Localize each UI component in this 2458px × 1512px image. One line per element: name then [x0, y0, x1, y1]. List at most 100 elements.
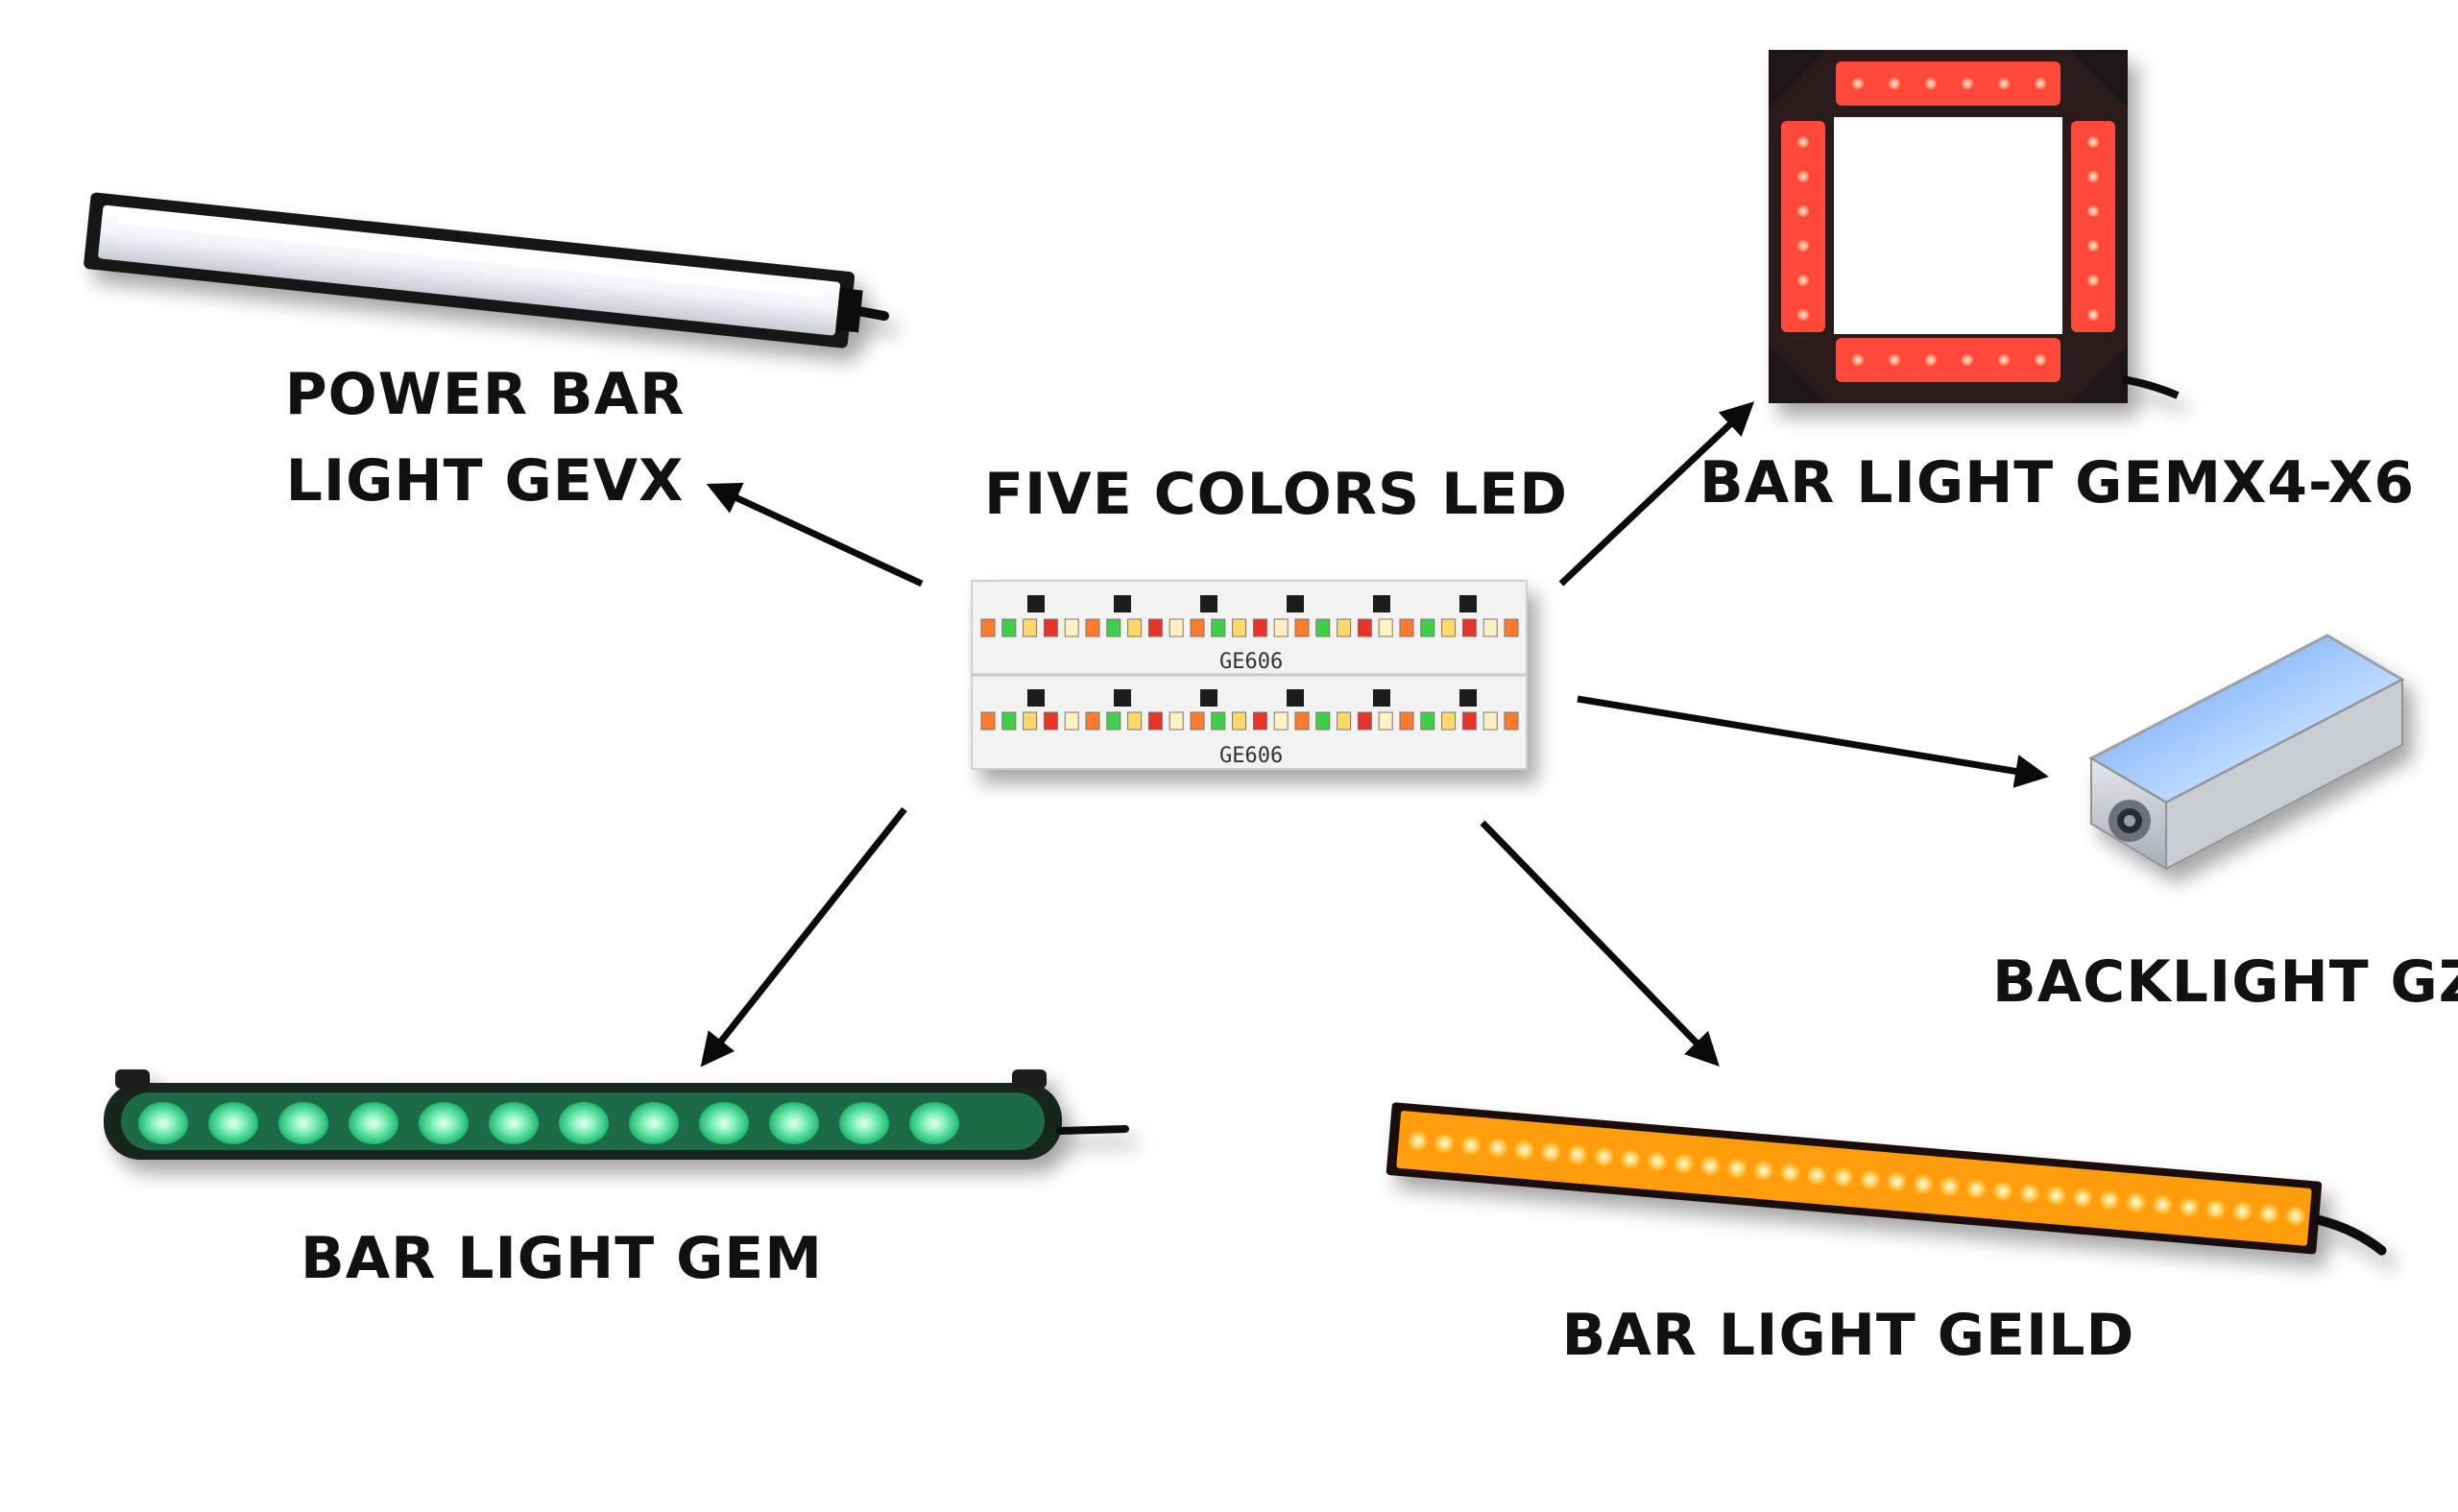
pcb-chip	[1114, 595, 1131, 612]
pcb-marking-top: GE606	[1219, 650, 1283, 674]
geild-led-dot	[1486, 1137, 1508, 1159]
pcb-led	[1211, 618, 1226, 637]
pcb-led	[1106, 711, 1121, 731]
pcb-led	[1147, 711, 1163, 731]
pcb-chip	[1459, 689, 1477, 707]
pcb-led	[1441, 618, 1457, 637]
label-power-bar-light-line1: POWER BAR	[284, 361, 686, 428]
pcb-led	[1001, 711, 1017, 731]
pcb-led	[1085, 711, 1100, 731]
arrows	[700, 401, 2049, 1068]
gemx-led-dot	[1996, 352, 2012, 368]
gem-led-dot	[559, 1102, 609, 1144]
pcb-led	[1294, 618, 1310, 637]
gemx-led-dot	[1996, 76, 2012, 91]
geild-led-dot	[1699, 1155, 1722, 1177]
gemx-led-dot	[2085, 238, 2101, 253]
gem-led-dot	[909, 1102, 959, 1144]
pcb-led	[1378, 618, 1393, 637]
arrow-to-gemx	[1558, 401, 1755, 587]
arrow-to-gem	[700, 806, 907, 1068]
pcb-led	[1127, 711, 1143, 731]
gemx-led-dots	[1795, 76, 2101, 368]
pcb-chip	[1200, 595, 1217, 612]
geild-led-dot	[1566, 1143, 1588, 1165]
geild-led-dot	[2284, 1205, 2306, 1227]
geild-led-dot	[2257, 1203, 2279, 1225]
gem-led-dot	[208, 1102, 258, 1144]
gem-led-dot	[769, 1102, 819, 1144]
geild-led-dot	[2098, 1189, 2120, 1212]
gemx-led-dot	[1850, 352, 1866, 368]
geild-led-dot	[1540, 1141, 1562, 1164]
pcb-led	[1337, 618, 1352, 637]
pcb-led	[1337, 711, 1352, 731]
arrow-to-geild	[1480, 820, 1720, 1068]
geild-led-dot	[1806, 1164, 1828, 1187]
pcb-chip	[1027, 595, 1045, 612]
pcb-led	[1190, 711, 1205, 731]
gemx-led-dot	[2033, 352, 2048, 368]
geild-led-dot	[1752, 1160, 1774, 1182]
pcb-chip	[1287, 689, 1304, 707]
pcb-led	[1085, 618, 1100, 637]
gemx-led-dot	[2085, 204, 2101, 219]
gemx-led-dot	[1923, 76, 1939, 91]
pcb-chip	[1287, 595, 1304, 612]
pcb-led	[1064, 711, 1079, 731]
pcb-led-row	[980, 618, 1519, 731]
pcb-led	[1147, 618, 1163, 637]
pcb-led	[1378, 711, 1393, 731]
geild-led-dot	[1886, 1171, 1908, 1193]
geild-led-dot	[2178, 1196, 2200, 1218]
pcb-led	[1023, 618, 1038, 637]
pcb-led	[1357, 618, 1372, 637]
gemx-led-dot	[1960, 76, 1975, 91]
geild-led-dot	[2045, 1185, 2067, 1207]
pcb-led	[1127, 618, 1143, 637]
pcb-led	[1169, 618, 1184, 637]
pcb-led	[1482, 711, 1498, 731]
gem-led-dots	[138, 1102, 959, 1144]
geild-led-dot	[1965, 1178, 1988, 1200]
pcb-chip	[1114, 689, 1131, 707]
geild-led-dot	[1832, 1166, 1854, 1188]
geild-bar-image	[1386, 1102, 2387, 1256]
pcb-chips	[1027, 595, 1477, 707]
pcb-led	[1001, 618, 1017, 637]
geild-led-dot	[2125, 1191, 2147, 1213]
backlight-box-image	[2087, 634, 2406, 871]
gemx-led-dot	[1923, 352, 1939, 368]
gem-led-dot	[629, 1102, 679, 1144]
gemx-led-dot	[1795, 169, 1811, 184]
gem-led-dot	[349, 1102, 398, 1144]
pcb-led	[1461, 711, 1477, 731]
geild-led-dot	[1646, 1150, 1668, 1172]
gemx-frame-image	[1769, 50, 2180, 403]
gemx-led-dot	[1795, 204, 1811, 219]
gemx-led-dot	[2085, 134, 2101, 150]
gemx-led-dot	[2033, 76, 2048, 91]
gem-led-dot	[138, 1102, 188, 1144]
geild-led-dot	[1726, 1157, 1748, 1179]
gemx-led-dot	[1795, 238, 1811, 253]
pcb-chip	[1373, 595, 1390, 612]
geild-led-dot	[1460, 1135, 1482, 1157]
label-five-colors-led: FIVE COLORS LED	[984, 461, 1569, 528]
label-bar-light-gemx: BAR LIGHT GEMX4-X6	[1699, 449, 2416, 516]
pcb-led	[980, 618, 996, 637]
pcb-led	[1315, 618, 1331, 637]
pcb-led	[1399, 711, 1414, 731]
pcb-led	[1399, 618, 1414, 637]
gem-led-dot	[278, 1102, 328, 1144]
pcb-led	[1294, 711, 1310, 731]
pcb-chip	[1027, 689, 1045, 707]
five-colors-led-strip: GE606 GE606	[971, 580, 1528, 770]
pcb-led	[1482, 618, 1498, 637]
geild-led-dot	[1434, 1132, 1456, 1154]
pcb-led	[1043, 711, 1058, 731]
geild-led-dot	[2152, 1193, 2174, 1215]
pcb-led	[1023, 711, 1038, 731]
pcb-led	[1315, 711, 1331, 731]
